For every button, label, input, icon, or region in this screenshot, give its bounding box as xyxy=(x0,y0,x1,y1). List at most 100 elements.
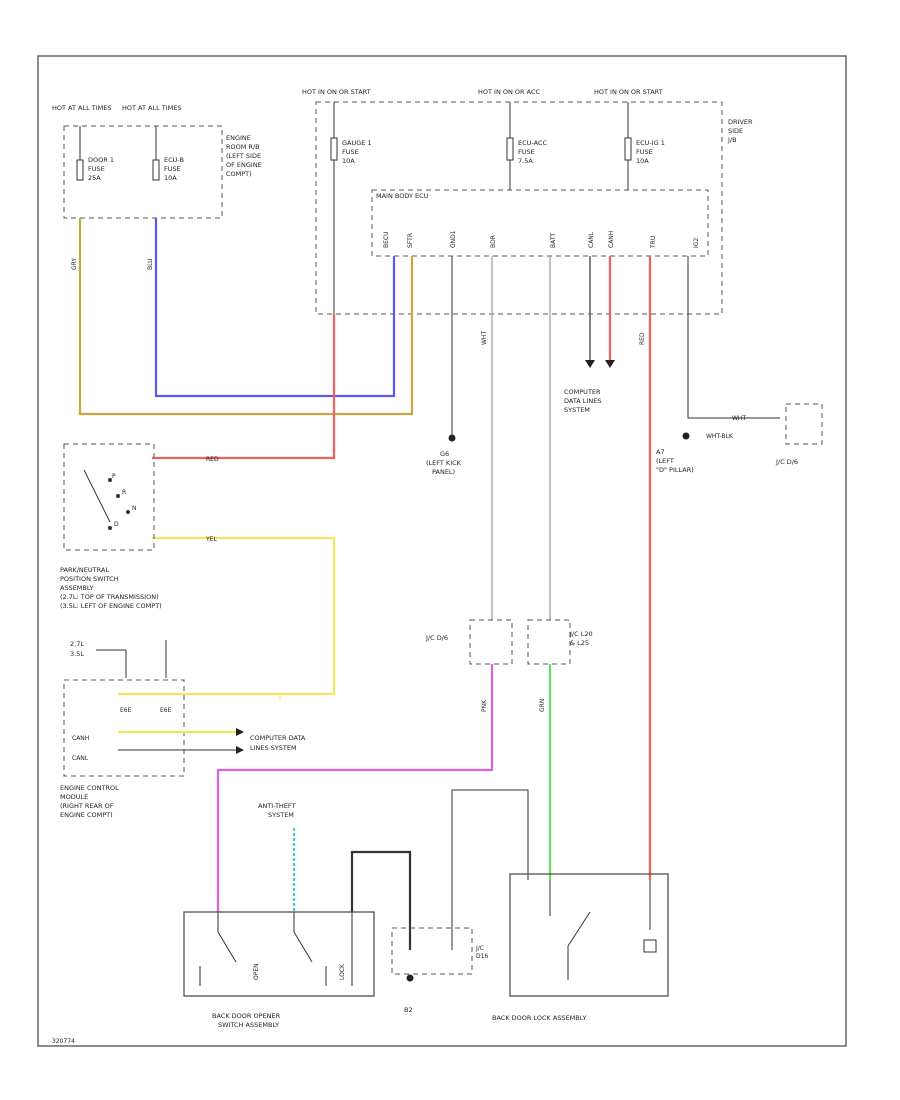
wire-pnp-yel xyxy=(118,536,336,696)
ecu-pin-becu: BECU xyxy=(383,232,390,249)
anti-theft-label-1: ANTI-THEFT xyxy=(258,802,296,810)
jb-location-3: J/B xyxy=(727,136,737,144)
ecm-row-canl: CANL xyxy=(72,755,89,762)
relay-block-location-3: (LEFT SIDE xyxy=(226,152,261,160)
back-door-lock-assembly: BACK DOOR LOCK ASSEMBLY xyxy=(492,873,669,1022)
wire-pnp-red xyxy=(152,314,336,460)
fuse-door1-rating: 25A xyxy=(88,174,101,182)
ecm-label-3: (RIGHT REAR OF xyxy=(60,802,114,810)
jc-right-label: J/C D/6 xyxy=(775,458,798,466)
pnp-label-1: PARK/NEUTRAL xyxy=(60,566,109,574)
ground-g6-label-1: G6 xyxy=(440,450,449,458)
pnp-label-2: POSITION SWITCH xyxy=(60,575,119,583)
footer-code: 320774 xyxy=(52,1038,75,1045)
lock-assembly-label: BACK DOOR LOCK ASSEMBLY xyxy=(492,1014,586,1022)
ecm-label-4: ENGINE COMPT) xyxy=(60,811,113,819)
hot-label-left-1: HOT AT ALL TIMES xyxy=(52,104,112,112)
wire-door1-feed xyxy=(78,218,414,416)
back-door-opener-switch: OPEN LOCK BACK DOOR OPENER SWITCH ASSEMB… xyxy=(183,911,375,1029)
jb-location-1: DRIVER xyxy=(728,118,753,126)
fuse-ecuacc-rating: 7.5A xyxy=(518,157,533,165)
relay-block-location-1: ENGINE xyxy=(226,134,251,142)
label-wire-yel: YEL xyxy=(205,536,217,543)
comp-data-top-3: SYSTEM xyxy=(564,406,590,414)
jc-left-box xyxy=(469,619,513,665)
ecu-pin-gnd1: GND1 xyxy=(450,230,457,248)
jc-right-box xyxy=(785,403,823,445)
ecu-pin-ig2: IG2 xyxy=(693,238,700,248)
wire-black-loop xyxy=(350,850,412,950)
jc-right2-label-2: & L25 xyxy=(570,639,589,647)
label-wire-red-2: RED xyxy=(639,332,646,345)
ecu-pin-canh: CANH xyxy=(608,231,615,248)
ground-g6-label-2: (LEFT KICK xyxy=(426,459,462,467)
wire-pink xyxy=(216,664,494,912)
ground-b2: B2 J/C D16 xyxy=(391,927,488,1014)
fuse-ecuig1-rating: 10A xyxy=(636,157,649,165)
opener-label-1: BACK DOOR OPENER xyxy=(212,1012,281,1020)
relay-block-location-2: ROOM R/B xyxy=(226,143,260,151)
label-wire-wht-2: WHT xyxy=(732,415,746,422)
pnp-label-4: (2.7L: TOP OF TRANSMISSION) xyxy=(60,593,159,601)
fuse-ecub-rating: 10A xyxy=(164,174,177,182)
ecu-pin-tru: TRU xyxy=(650,236,657,249)
opener-open-label: OPEN xyxy=(253,963,260,980)
ecm-comp-data-1: COMPUTER DATA xyxy=(250,734,306,742)
fuse-ecuig1-label: FUSE xyxy=(636,148,653,156)
ground-g6-dot xyxy=(448,434,456,442)
ecu-pin-bdr: BDR xyxy=(490,235,497,248)
jc-mid-label-2: D16 xyxy=(476,953,488,960)
opener-label-2: SWITCH ASSEMBLY xyxy=(218,1021,279,1029)
relay-block-location-5: COMPT) xyxy=(226,170,252,178)
fuse-ecuacc-name: ECU-ACC xyxy=(518,139,547,147)
ecm-pin-e6e-1: E6E xyxy=(120,707,132,714)
label-wire-wht: WHT xyxy=(481,331,488,345)
jc-mid-label-1: J/C xyxy=(475,945,484,952)
wire-ecub-feed xyxy=(154,218,396,398)
arrow-ecm-1 xyxy=(236,728,244,736)
wire-ig2 xyxy=(687,256,780,419)
arrow-canl xyxy=(585,360,595,368)
pnp-pos-d: D xyxy=(114,521,119,528)
ecm-pin-e6e-2: E6E xyxy=(160,707,172,714)
driver-side-junction-block: HOT IN ON OR START HOT IN ON OR ACC HOT … xyxy=(302,88,753,315)
ecm-label-2: MODULE xyxy=(60,793,88,801)
ecm-engine-27: 2.7L xyxy=(70,640,84,648)
label-wire-grn: GRN xyxy=(539,699,546,712)
fuse-ecub-name: ECU-B xyxy=(164,156,184,164)
ecu-pin-canl: CANL xyxy=(588,231,595,248)
fuse-gauge1-label: FUSE xyxy=(342,148,359,156)
fuse-gauge1-name: GAUGE 1 xyxy=(342,139,372,147)
ecm-engine-35: 3.5L xyxy=(70,650,84,658)
pnp-pos-n: N xyxy=(132,505,137,512)
label-wire-gry: GRY xyxy=(71,258,78,270)
pnp-label-3: ASSEMBLY xyxy=(60,584,94,592)
opener-lock-label: LOCK xyxy=(339,963,346,980)
wire-gray-lock xyxy=(451,789,529,950)
engine-room-relay-block: HOT AT ALL TIMES HOT AT ALL TIMES DOOR 1… xyxy=(52,104,262,219)
ground-a7-label-1: A7 xyxy=(656,448,665,456)
hot-label-jb-1: HOT IN ON OR START xyxy=(302,88,371,96)
jc-left-label: J/C D/6 xyxy=(425,634,448,642)
fuse-ecuacc-label: FUSE xyxy=(518,148,535,156)
ground-b2-label: B2 xyxy=(404,1006,413,1014)
ecm-label-1: ENGINE CONTROL xyxy=(60,784,119,792)
engine-control-module: 2.7L 3.5L E6E E6E CANH CANL COMPUTER DAT… xyxy=(60,640,306,819)
fuse-ecuig1-name: ECU-IG 1 xyxy=(636,139,665,147)
fuse-door1-name: DOOR 1 xyxy=(88,156,114,164)
arrow-canh xyxy=(605,360,615,368)
hot-label-jb-3: HOT IN ON OR START xyxy=(594,88,663,96)
anti-theft-label-2: SYSTEM xyxy=(268,811,294,819)
arrow-ecm-2 xyxy=(236,746,244,754)
fuse-ecub-label: FUSE xyxy=(164,165,181,173)
jc-right2-box xyxy=(527,619,571,665)
fuse-door1-label: FUSE xyxy=(88,165,105,173)
park-neutral-switch: P R N D PARK/NEUTRAL POSITION SWITCH ASS… xyxy=(60,443,162,610)
pnp-label-5: (3.5L: LEFT OF ENGINE COMPT) xyxy=(60,602,162,610)
comp-data-top-2: DATA LINES xyxy=(564,397,601,405)
ecu-pin-batt: BATT xyxy=(550,233,557,248)
label-wire-red: RED xyxy=(206,456,219,463)
pnp-pos-r: R xyxy=(122,489,126,496)
jb-location-2: SIDE xyxy=(728,127,743,135)
